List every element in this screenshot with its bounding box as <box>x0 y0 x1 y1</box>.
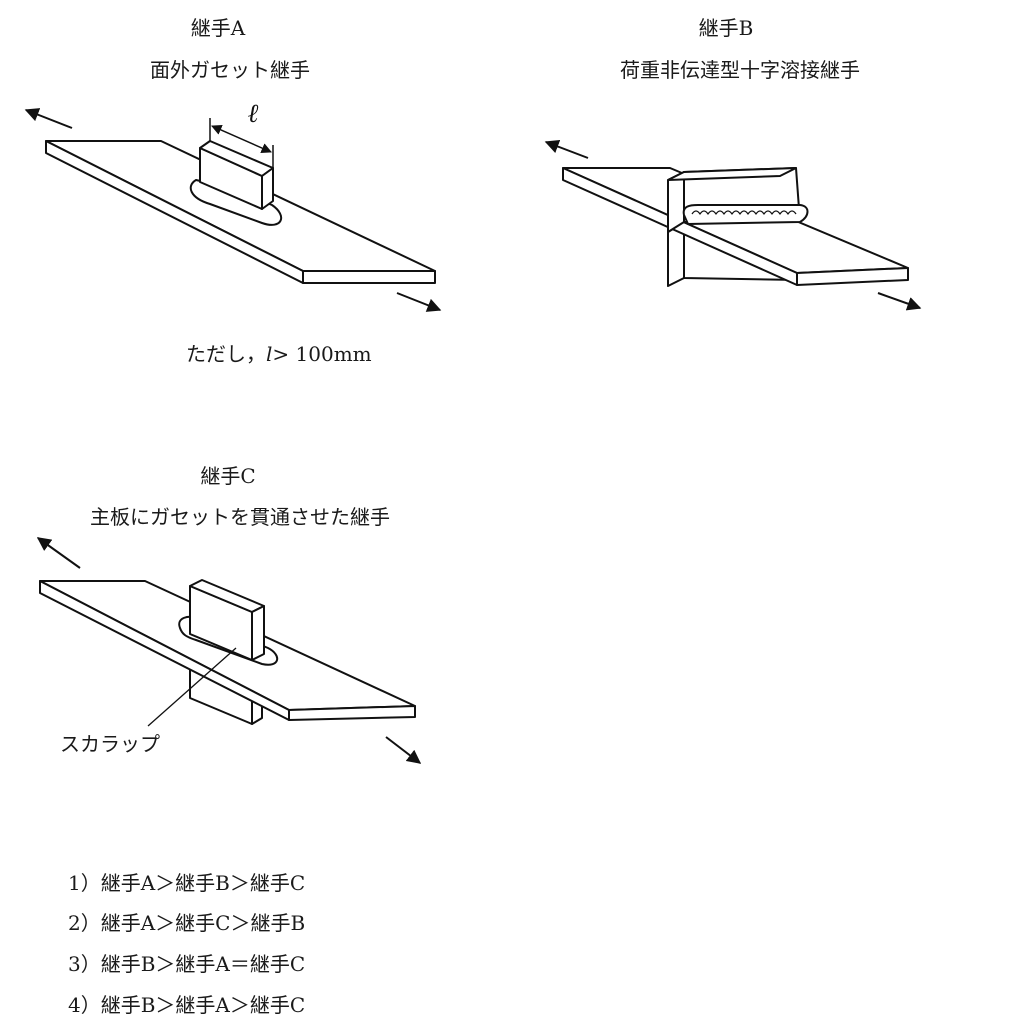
joint-b-cross-plate-upper-front <box>667 171 685 233</box>
joint-a-gusset-end <box>261 167 274 210</box>
joint-b-load-arrow-right <box>877 292 922 311</box>
option-1-number: 1） <box>68 871 101 895</box>
joint-a-dimension-symbol: ℓ <box>248 99 259 129</box>
joint-b-load-arrow-left <box>544 139 589 159</box>
joint-b-title: 継手B <box>698 16 754 40</box>
joint-c-subtitle: 主板にガセットを貫通させた継手 <box>90 505 390 529</box>
note-variable: l <box>266 342 273 366</box>
joint-a-title: 継手A <box>190 16 246 40</box>
joint-b-subtitle: 荷重非伝達型十字溶接継手 <box>620 58 860 82</box>
joint-a-note: ただし，l> 100mm <box>186 342 372 366</box>
option-3-number: 3） <box>68 952 101 976</box>
option-2-number: 2） <box>68 911 101 935</box>
joint-a-load-arrow-right <box>396 292 442 312</box>
joint-a-dimension-line <box>211 125 272 153</box>
joint-a-drawing <box>24 108 442 312</box>
joint-a-plate-edge-end <box>302 270 436 284</box>
option-3[interactable]: 3）継手B＞継手A＝継手C <box>68 952 305 976</box>
option-4-text: 継手B＞継手A＞継手C <box>100 993 306 1017</box>
joint-b-weld-bead <box>682 204 809 225</box>
option-2[interactable]: 2）継手A＞継手C＞継手B <box>68 911 305 935</box>
option-4[interactable]: 4）継手B＞継手A＞継手C <box>68 993 305 1017</box>
scallop-callout-label: スカラップ <box>60 732 160 756</box>
note-suffix: > 100mm <box>272 342 372 366</box>
note-prefix: ただし， <box>186 342 266 366</box>
joint-c-plate-edge-end <box>288 705 416 721</box>
option-4-number: 4） <box>68 993 101 1017</box>
joint-b-plate-edge-end <box>796 267 909 286</box>
joint-c-callout-leader <box>147 647 237 727</box>
option-1[interactable]: 1）継手A＞継手B＞継手C <box>68 871 305 895</box>
option-2-text: 継手A＞継手C＞継手B <box>100 911 306 935</box>
joint-c-load-arrow-left <box>36 537 81 569</box>
joint-a-load-arrow-left <box>24 108 73 129</box>
joint-c-load-arrow-right <box>385 736 422 764</box>
joint-c-drawing <box>36 537 422 764</box>
option-3-text: 継手B＞継手A＝継手C <box>100 952 306 976</box>
option-1-text: 継手A＞継手B＞継手C <box>100 871 306 895</box>
joint-c-gusset-end <box>251 605 265 661</box>
joint-c-title: 継手C <box>200 464 256 488</box>
joint-b-drawing <box>544 139 922 311</box>
joint-a-weld-bead <box>189 179 283 226</box>
joint-a-subtitle: 面外ガセット継手 <box>150 58 310 82</box>
